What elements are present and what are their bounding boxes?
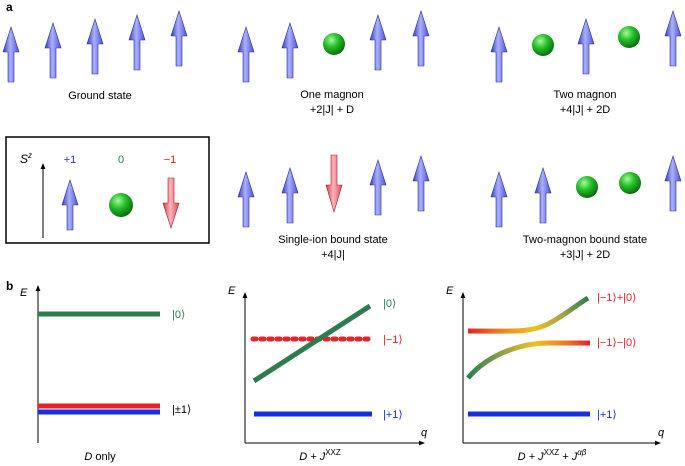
energy-axis-label: E	[20, 287, 28, 299]
spin-up-arrow-icon	[412, 155, 430, 212]
spin-up-arrow-icon	[577, 18, 595, 75]
one-magnon-energy: +2|J| + D	[310, 104, 354, 116]
panel-a-label: a	[6, 0, 13, 14]
legend-value-minus1: −1	[164, 154, 177, 166]
spin-up-arrow-icon	[86, 18, 104, 75]
spin-up-arrow-icon	[534, 167, 552, 224]
legend-value-plus1: +1	[64, 154, 77, 166]
plot-2-xlabel: D + JXXZ	[299, 448, 341, 463]
plot-d-jxxz-jab: E q |−1⟩+|0⟩ |−1⟩−|0⟩ |+1⟩ D + JXXZ + Jα…	[446, 285, 665, 463]
spin-up-arrow-icon	[61, 179, 79, 231]
plot-d-only: E |0⟩ |±1⟩ D only	[20, 285, 191, 463]
lower-level-label: |−1⟩−|0⟩	[597, 337, 636, 349]
q-axis-label: q	[421, 427, 428, 439]
upper-level-label: |−1⟩+|0⟩	[597, 292, 636, 304]
legend-value-zero: 0	[118, 154, 124, 166]
level-plus1-label: |+1⟩	[597, 409, 617, 421]
level-minus1-label: |−1⟩	[383, 334, 403, 346]
spin-up-arrow-icon	[369, 159, 387, 216]
two-magnon-label: Two magnon	[554, 89, 617, 101]
level-zero-label: |0⟩	[383, 298, 396, 310]
spin-up-arrow-icon	[412, 10, 430, 67]
two-magnon-bound-label: Two-magnon bound state	[523, 234, 647, 246]
two-magnon-energy: +4|J| + 2D	[560, 104, 610, 116]
spin-down-arrow-icon	[325, 154, 343, 214]
spin-up-arrow-icon	[281, 167, 299, 224]
spin-up-arrow-icon	[490, 26, 508, 83]
spin-down-arrow-icon	[162, 177, 180, 229]
spin-up-arrow-icon	[2, 26, 20, 83]
one-magnon-label: One magnon	[300, 89, 364, 101]
single-ion-bound-label: Single-ion bound state	[278, 234, 387, 246]
energy-axis-label: E	[446, 285, 454, 297]
spin-up-arrow-icon	[170, 10, 188, 67]
single-ion-bound-chain	[237, 154, 430, 228]
spin-up-arrow-icon	[128, 14, 146, 71]
spin-zero-ball-icon	[109, 193, 133, 217]
spin-up-arrow-icon	[44, 22, 62, 79]
upper-hybrid-curve	[467, 295, 590, 334]
spin-up-arrow-icon	[237, 171, 255, 228]
lower-hybrid-curve	[466, 340, 590, 380]
spin-zero-ball-icon	[619, 172, 641, 194]
plot-d-jxxz: E q |0⟩ |−1⟩ |+1⟩ D + JXXZ	[228, 285, 428, 463]
single-ion-bound-energy: +4|J|	[321, 249, 345, 261]
level-zero-line	[252, 303, 372, 384]
spin-up-arrow-icon	[281, 22, 299, 79]
two-magnon-bound-chain	[490, 155, 682, 228]
spin-up-arrow-icon	[664, 10, 682, 67]
spin-zero-ball-icon	[576, 176, 598, 198]
spin-up-arrow-icon	[369, 14, 387, 71]
spin-up-arrow-icon	[237, 26, 255, 83]
spin-zero-ball-icon	[323, 33, 345, 55]
q-axis-label: q	[658, 427, 665, 439]
energy-axis-label: E	[228, 285, 236, 297]
level-pm1-label: |±1⟩	[172, 404, 191, 416]
panel-b-label: b	[6, 279, 13, 293]
plot-1-xlabel: D only	[84, 451, 116, 463]
spin-zero-ball-icon	[618, 26, 640, 48]
two-magnon-chain	[490, 10, 682, 83]
one-magnon-chain	[237, 10, 430, 83]
two-magnon-bound-energy: +3|J| + 2D	[560, 249, 610, 261]
sz-axis-label: Sz	[20, 151, 32, 166]
level-zero-label: |0⟩	[172, 309, 185, 321]
spin-up-arrow-icon	[490, 171, 508, 228]
spin-legend-box: Sz +1 0 −1	[5, 136, 210, 244]
ground-state-chain	[2, 10, 188, 83]
spin-zero-ball-icon	[532, 34, 554, 56]
level-plus1-label: |+1⟩	[383, 409, 403, 421]
plot-3-xlabel: D + JXXZ + Jαβ	[518, 448, 587, 463]
spin-up-arrow-icon	[664, 155, 682, 212]
ground-state-label: Ground state	[68, 90, 132, 102]
